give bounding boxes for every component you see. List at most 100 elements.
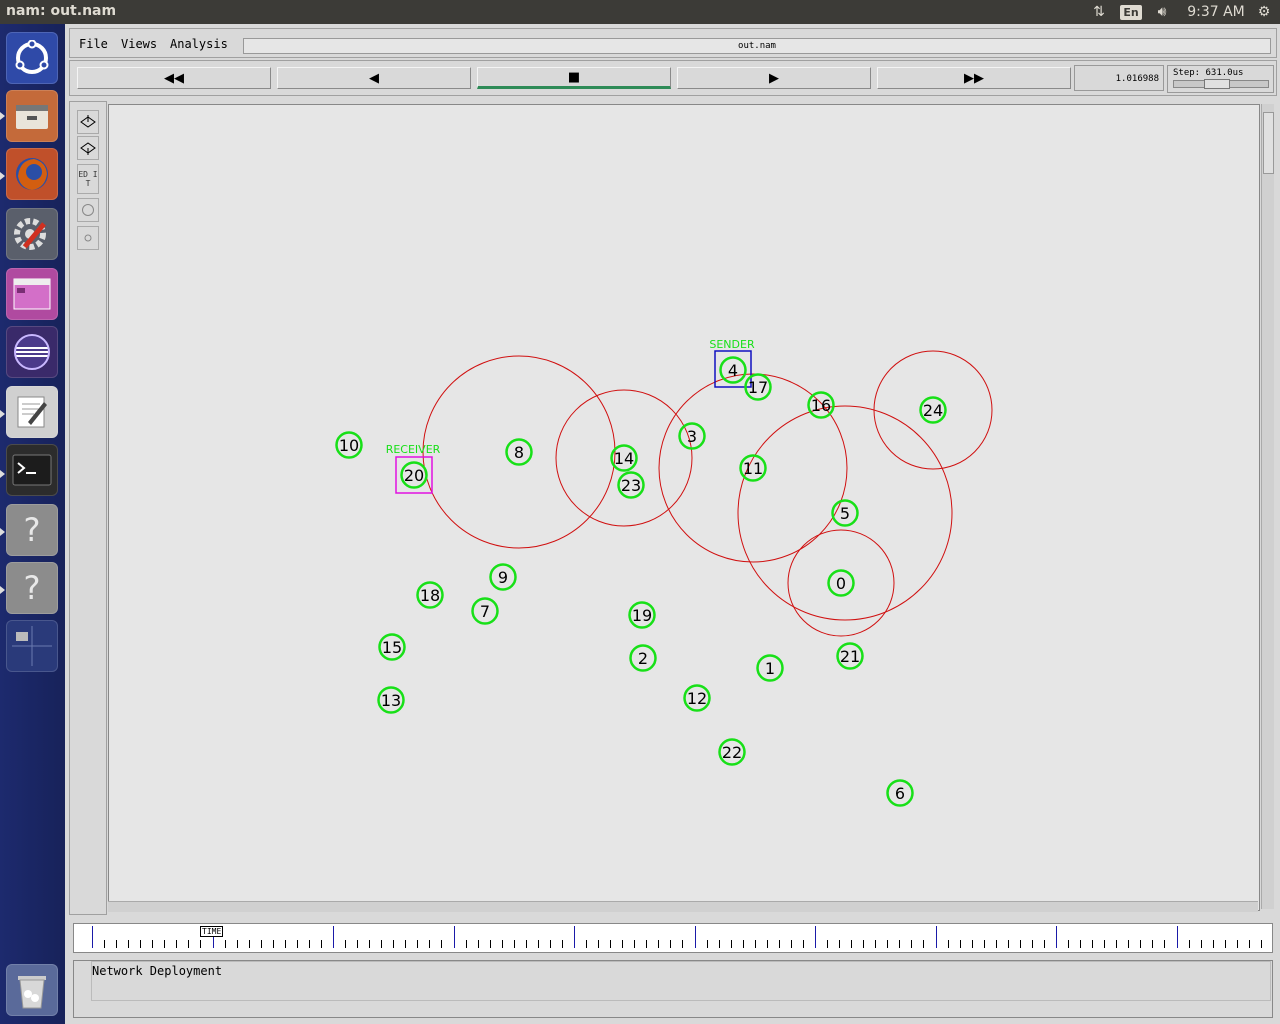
- node-6[interactable]: 6: [886, 779, 914, 807]
- receiver-box: [395, 456, 433, 494]
- node-3[interactable]: 3: [678, 422, 706, 450]
- edit-button[interactable]: ED IT: [77, 164, 99, 194]
- node-9[interactable]: 9: [489, 563, 517, 591]
- zoom-out-icon[interactable]: [77, 136, 99, 160]
- timeline-tick: [1116, 940, 1118, 948]
- text-editor-icon[interactable]: [6, 386, 58, 438]
- node-4[interactable]: 4: [719, 356, 747, 384]
- node-circle: [489, 563, 517, 591]
- timeline-tick: [188, 940, 190, 948]
- large-node-icon[interactable]: [77, 198, 99, 222]
- node-13[interactable]: 13: [377, 686, 405, 714]
- node-circle: [718, 738, 746, 766]
- clock[interactable]: 9:37 AM: [1187, 4, 1245, 20]
- step-back-button[interactable]: ◀: [277, 67, 471, 89]
- file-menu[interactable]: File: [79, 37, 108, 51]
- node-18[interactable]: 18: [416, 581, 444, 609]
- timeline-tick: [164, 940, 166, 948]
- node-7[interactable]: 7: [471, 597, 499, 625]
- timeline-tick: [1212, 940, 1214, 948]
- node-2[interactable]: 2: [629, 644, 657, 672]
- eclipse-icon[interactable]: [6, 326, 58, 378]
- annotation-list[interactable]: [91, 961, 1271, 1001]
- step-slider[interactable]: [1173, 79, 1269, 89]
- timeline-major-tick: [815, 926, 816, 948]
- timeline-tick: [104, 940, 106, 948]
- trash-icon[interactable]: [6, 964, 58, 1016]
- network-topology[interactable]: SENDERRECEIVER01234567891011121314151617…: [109, 105, 1259, 910]
- views-menu[interactable]: Views: [121, 37, 158, 51]
- analysis-menu[interactable]: Analysis: [170, 37, 228, 51]
- files-icon[interactable]: [6, 90, 58, 142]
- terminal-icon[interactable]: [6, 444, 58, 496]
- node-0[interactable]: 0: [827, 569, 855, 597]
- stop-button[interactable]: ■: [477, 67, 671, 89]
- annotation-text[interactable]: Network Deployment: [92, 964, 223, 978]
- timeline-tick: [899, 940, 901, 948]
- node-16[interactable]: 16: [807, 391, 835, 419]
- sender-label: SENDER: [709, 338, 755, 351]
- node-label: 9: [498, 568, 508, 587]
- timeline-tick: [272, 940, 274, 948]
- node-24[interactable]: 24: [919, 396, 947, 424]
- running-indicator: [0, 410, 5, 418]
- node-label: 14: [614, 449, 634, 468]
- timeline-tick: [839, 940, 841, 948]
- timeline-tick: [1200, 940, 1202, 948]
- timeline-major-tick: [212, 926, 214, 948]
- fast-forward-button[interactable]: ▶▶: [877, 67, 1071, 89]
- rewind-button[interactable]: ◀◀: [77, 67, 271, 89]
- system-settings-icon[interactable]: [6, 208, 58, 260]
- node-11[interactable]: 11: [739, 454, 767, 482]
- vertical-scroll-thumb[interactable]: [1263, 112, 1274, 174]
- workspace-switcher-icon[interactable]: [6, 620, 58, 672]
- node-circle: [719, 356, 747, 384]
- time-marker[interactable]: TIME: [200, 926, 224, 937]
- zoom-in-icon[interactable]: [77, 110, 99, 134]
- vertical-scrollbar[interactable]: [1261, 104, 1274, 909]
- annotation-panel: Network Deployment: [73, 960, 1273, 1018]
- node-22[interactable]: 22: [718, 738, 746, 766]
- app-window-icon[interactable]: [6, 268, 58, 320]
- step-label: Step: 631.0us: [1173, 68, 1244, 78]
- node-17[interactable]: 17: [744, 373, 772, 401]
- unknown-app-icon[interactable]: ?: [6, 504, 58, 556]
- node-21[interactable]: 21: [836, 642, 864, 670]
- timeline-tick: [1031, 940, 1033, 948]
- node-8[interactable]: 8: [505, 438, 533, 466]
- step-slider-knob[interactable]: [1204, 79, 1230, 89]
- sender-box: [714, 350, 752, 388]
- power-gear-icon[interactable]: ⚙: [1257, 4, 1271, 20]
- timeline-tick: [501, 940, 503, 948]
- running-indicator: [0, 586, 5, 594]
- timeline-tick: [296, 940, 298, 948]
- timeline-tick: [236, 940, 238, 948]
- timeline-tick: [357, 940, 359, 948]
- node-10[interactable]: 10: [335, 431, 363, 459]
- node-23[interactable]: 23: [617, 471, 645, 499]
- network-icon[interactable]: ⇅: [1093, 4, 1105, 20]
- firefox-icon[interactable]: [6, 148, 58, 200]
- node-19[interactable]: 19: [628, 601, 656, 629]
- play-button[interactable]: ▶: [677, 67, 871, 89]
- dash-home-icon[interactable]: [6, 32, 58, 84]
- node-12[interactable]: 12: [683, 684, 711, 712]
- node-5[interactable]: 5: [831, 499, 859, 527]
- step-control: Step: 631.0us: [1167, 65, 1274, 93]
- timeline-slider[interactable]: TIME: [73, 923, 1273, 953]
- node-14[interactable]: 14: [610, 444, 638, 472]
- node-20[interactable]: 20: [400, 461, 428, 489]
- range-circle-5: [737, 405, 953, 621]
- timeline-major-tick: [1176, 926, 1178, 948]
- keyboard-layout-indicator[interactable]: En: [1120, 0, 1142, 24]
- node-circle: [744, 373, 772, 401]
- volume-icon[interactable]: 🔊︎: [1157, 4, 1167, 20]
- timeline-tick: [634, 940, 636, 948]
- node-1[interactable]: 1: [756, 654, 784, 682]
- unknown-app-icon[interactable]: ?: [6, 562, 58, 614]
- horizontal-scrollbar[interactable]: [108, 901, 1258, 912]
- timeline-tick: [561, 940, 563, 948]
- small-node-icon[interactable]: [77, 226, 99, 250]
- node-15[interactable]: 15: [378, 633, 406, 661]
